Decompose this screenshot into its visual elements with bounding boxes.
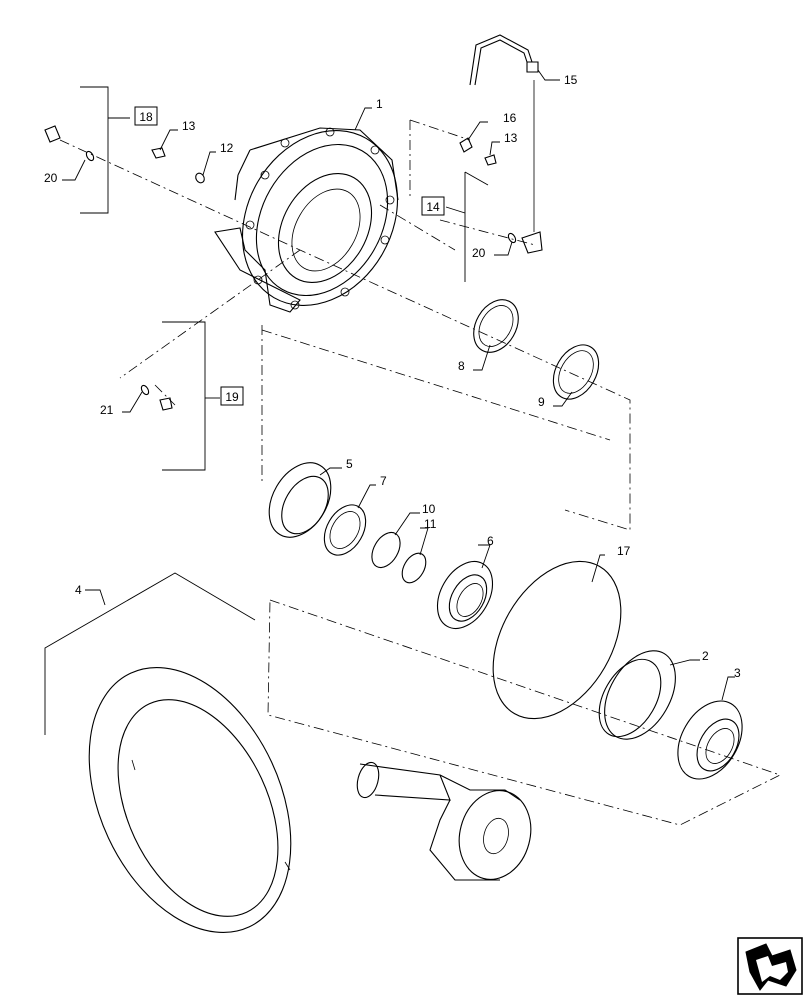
callout-1: 1 [376, 97, 383, 111]
o-ring [492, 560, 622, 720]
callout-13-right: 13 [504, 131, 518, 145]
callout-20-right: 20 [472, 246, 486, 260]
callout-3: 3 [734, 666, 741, 680]
callout-labels: 1 2 3 4 5 6 7 8 9 10 11 12 13 13 15 16 1… [44, 73, 741, 680]
callout-4: 4 [75, 583, 82, 597]
ref-14-label: 14 [426, 200, 440, 214]
ref-box-14: 14 [421, 196, 445, 216]
callout-16: 16 [503, 111, 517, 125]
pinion-shaft [356, 761, 532, 881]
callout-12: 12 [220, 141, 234, 155]
callout-21: 21 [100, 403, 114, 417]
callout-5: 5 [346, 457, 353, 471]
callout-11: 11 [424, 517, 437, 531]
callout-6: 6 [487, 534, 494, 548]
leader-lines [62, 69, 735, 701]
callout-9: 9 [538, 395, 545, 409]
shims [473, 299, 600, 400]
callout-15: 15 [564, 73, 578, 87]
callout-17: 17 [617, 544, 631, 558]
callout-10: 10 [422, 502, 436, 516]
callout-20-left: 20 [44, 171, 58, 185]
ref-box-19: 19 [220, 386, 244, 406]
fittings-left [44, 125, 205, 411]
ring-gear [88, 666, 292, 934]
next-page-arrow-icon[interactable] [737, 937, 803, 995]
ref-19-label: 19 [225, 390, 239, 404]
housing-part [214, 127, 399, 313]
callout-8: 8 [458, 359, 465, 373]
bearing-stack [268, 462, 494, 629]
center-lines [59, 119, 782, 826]
callout-7: 7 [380, 474, 387, 488]
group-brackets [44, 86, 489, 735]
pinion-bearings [598, 650, 743, 780]
callout-2: 2 [702, 649, 709, 663]
ref-18-label: 18 [139, 110, 153, 124]
pipe-assembly [459, 34, 543, 254]
ref-box-18: 18 [134, 106, 158, 126]
callout-13-left: 13 [182, 119, 196, 133]
